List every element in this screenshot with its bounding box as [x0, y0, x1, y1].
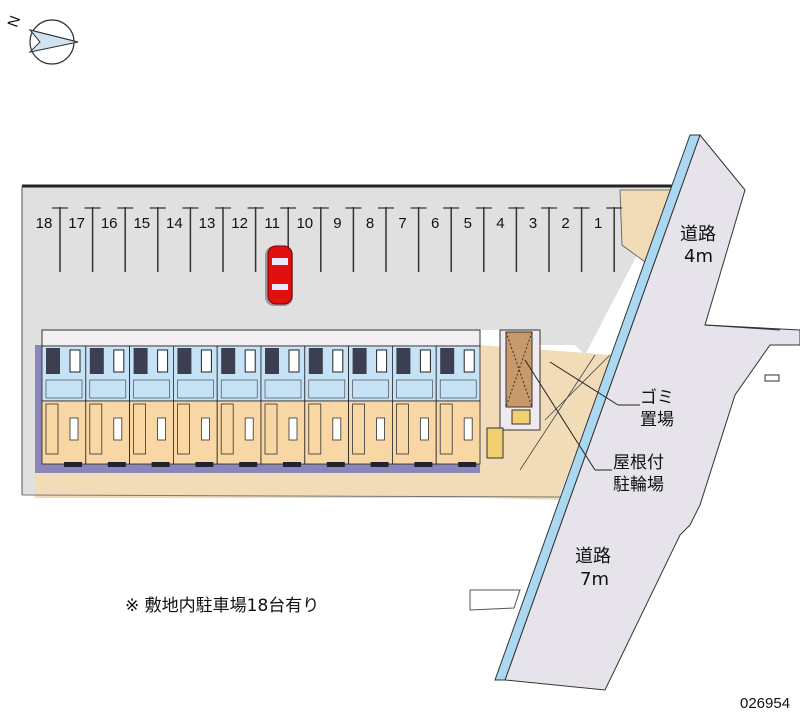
apartment-unit: [216, 345, 262, 467]
parking-stall-number: 17: [68, 215, 85, 232]
parking-stall-number: 10: [296, 215, 313, 232]
bike-leader: [524, 359, 596, 471]
apartment-unit: [85, 345, 131, 467]
parking-stall-number: 7: [398, 215, 406, 232]
neighbor-lot: [469, 589, 521, 611]
apartment-unit: [260, 345, 306, 467]
garbage-label-2: 置場: [640, 410, 674, 430]
apartment-unit: [348, 345, 393, 467]
parking-stall-number: 15: [133, 215, 150, 232]
car-icon: [265, 245, 293, 306]
sidewalk: [494, 134, 701, 681]
bike-parking-label: 屋根付: [613, 453, 664, 473]
garbage-area: [499, 329, 541, 431]
road-7m-label: 道路: [575, 546, 611, 567]
compass-icon: N: [5, 14, 79, 65]
apartment-unit: [391, 345, 437, 467]
road-4m-width: 4m: [684, 246, 713, 267]
apartment-unit: [129, 345, 174, 467]
parking-stall-number: 11: [264, 215, 280, 232]
parking-stalls: 18 17 16 15 14 13 12 11 10 9 8 7 6 5 4 3 2 1: [36, 207, 623, 272]
lower-yard: [35, 470, 480, 498]
apartment-unit: [435, 345, 481, 467]
bike-rack: [486, 427, 504, 459]
apartment-building: [35, 329, 481, 473]
parking-stall-number: 1: [594, 215, 602, 232]
road-7m-width: 7m: [580, 569, 609, 590]
parking-stall-number: 14: [166, 215, 183, 232]
road-marker: [764, 374, 780, 382]
bike-parking-label-2: 駐輪場: [613, 475, 664, 495]
parking-stall-number: 9: [333, 215, 341, 232]
parking-stall-number: 2: [561, 215, 569, 232]
parking-stall-number: 5: [464, 215, 472, 232]
apartment-unit: [304, 345, 349, 467]
garbage-label: ゴミ: [640, 387, 674, 408]
apartment-unit: [41, 345, 87, 467]
parking-stall-number: 12: [231, 215, 248, 232]
parking-stall-number: 6: [431, 215, 439, 232]
garbage-leader: [549, 361, 619, 406]
parking-note: ※ 敷地内駐車場18台有り: [125, 596, 319, 616]
apartment-unit: [172, 345, 218, 467]
property-code: 026954: [740, 695, 790, 712]
parking-stall-number: 16: [101, 215, 118, 232]
road-4m-label: 道路: [680, 224, 716, 245]
parking-stall-number: 8: [366, 215, 374, 232]
parking-stall-number: 4: [496, 215, 504, 232]
parking-stall-number: 13: [199, 215, 216, 232]
svg-text:N: N: [5, 14, 25, 30]
parking-stall-number: 3: [529, 215, 537, 232]
parking-stall-number: 18: [36, 215, 53, 232]
